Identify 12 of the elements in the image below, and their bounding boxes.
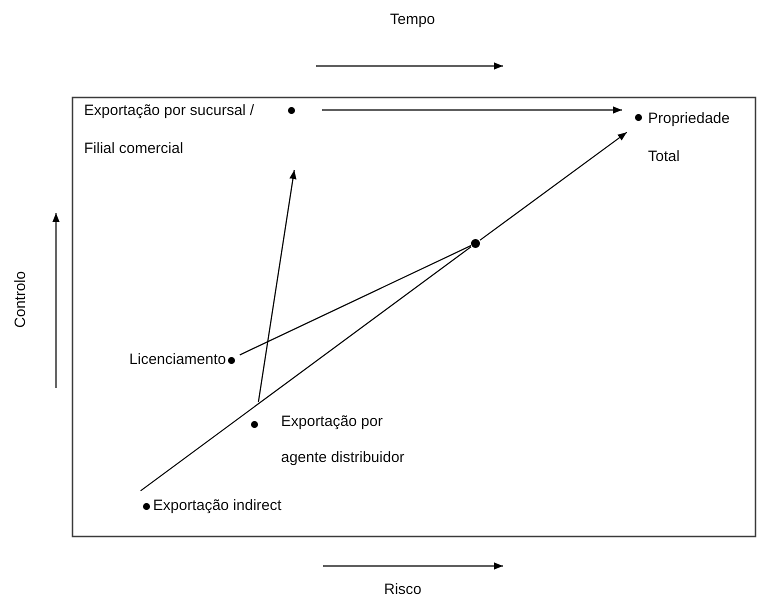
point-label: Propriedade Total	[648, 109, 731, 167]
point-label: Exportação por sucursal / Filial comercial	[84, 101, 256, 159]
point-label: Exportação por agente distribuidor	[281, 412, 406, 468]
point-label: Licenciamento	[128, 350, 226, 370]
axis-label: Risco	[384, 581, 422, 598]
junction-dot	[471, 239, 480, 248]
axis-label: Tempo	[390, 11, 436, 28]
axis-label: Controlo	[12, 271, 29, 328]
point-label: Exportação indirect	[153, 496, 282, 516]
arrow	[258, 170, 296, 402]
arrow	[322, 106, 622, 114]
arrow	[480, 132, 628, 241]
